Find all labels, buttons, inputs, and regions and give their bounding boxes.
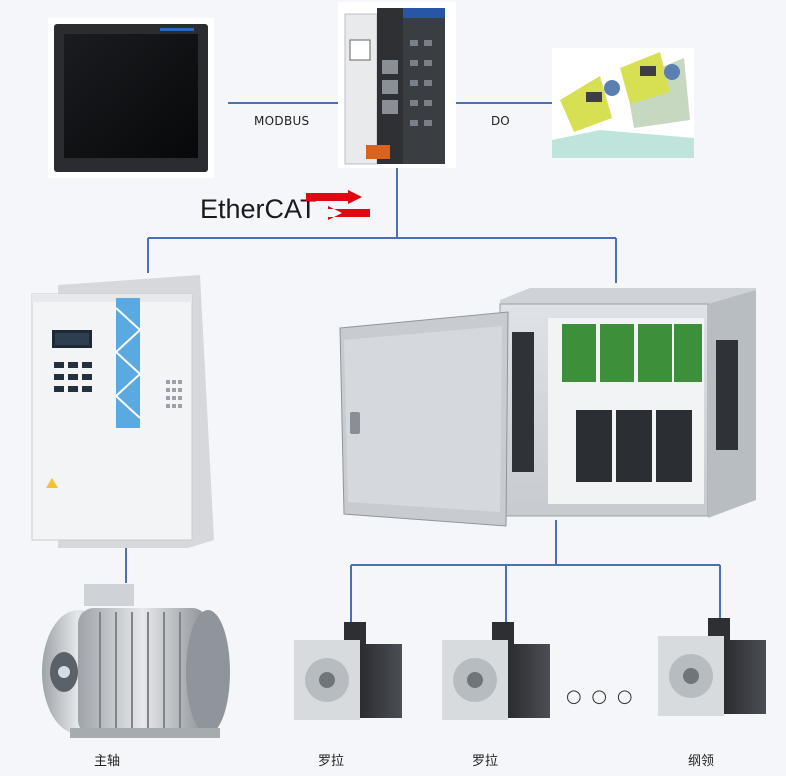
do-actuator-render (552, 48, 694, 158)
ethercat-logo: EtherCAT (198, 190, 373, 226)
ethercat-arrow-icon: EtherCAT (200, 190, 370, 224)
modbus-link-label: MODBUS (254, 114, 310, 128)
plc-controller (338, 2, 456, 168)
spindle-label: 主轴 (94, 754, 121, 769)
connector-lines (125, 102, 721, 628)
electrical-cabinet (339, 288, 756, 527)
roller-1-label: 罗拉 (318, 754, 345, 769)
do-link-label: DO (491, 114, 510, 128)
collar-label: 纲领 (688, 754, 715, 769)
roller-2-label: 罗拉 (472, 754, 499, 769)
ethercat-logo-text: EtherCAT (200, 194, 317, 224)
spindle-motor (42, 584, 230, 738)
servo-motor-1 (294, 622, 402, 720)
servo-motor-3 (658, 618, 766, 716)
servo-motor-2 (442, 622, 550, 720)
frequency-inverter (31, 275, 214, 548)
hmi-touch-panel (48, 18, 214, 178)
more-motors-ellipsis: ○ ○ ○ (566, 686, 635, 707)
